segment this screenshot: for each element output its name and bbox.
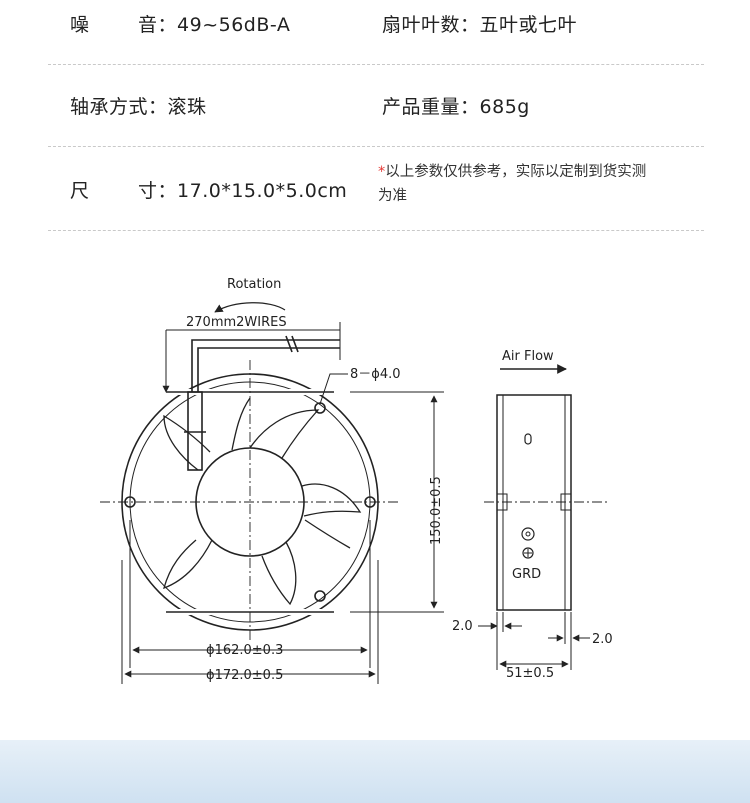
weight-value: 685g [479, 96, 530, 118]
fan-side-view [478, 364, 590, 670]
left-offset-dimension: 2.0 [452, 619, 473, 634]
fan-dimension-drawing: Rotation 270mm2WIRES 8－ϕ4.0 Air Flow 150… [100, 277, 613, 684]
spec-row-2: 轴承方式：滚珠 产品重量：685g [48, 64, 704, 147]
noise-label-2: 音： [138, 14, 178, 36]
grd-screw [521, 527, 535, 541]
wires-label: 270mm2WIRES [186, 315, 287, 330]
grd-symbol-icon [522, 547, 534, 559]
holes-label: 8－ϕ4.0 [350, 367, 401, 382]
rotation-label: Rotation [227, 277, 281, 292]
noise-label-1: 噪 [70, 14, 90, 36]
blades-spec: 扇叶叶数：五叶或七叶 [382, 10, 577, 37]
blades-value: 五叶或七叶 [479, 14, 578, 36]
note-text: 以上参数仅供参考，实际以定制到货实测为准 [378, 164, 647, 204]
size-label-2: 寸： [138, 180, 178, 202]
height-dimension: 150.0±0.5 [429, 476, 444, 545]
note-star: * [378, 164, 386, 180]
depth-dimension: 51±0.5 [506, 666, 554, 681]
right-offset-dimension: 2.0 [592, 632, 613, 647]
weight-label: 产品重量： [382, 96, 480, 118]
inner-width-dimension: ϕ162.0±0.3 [206, 643, 283, 658]
bearing-spec: 轴承方式：滚珠 [70, 92, 207, 119]
footer-band [0, 740, 750, 803]
blades-label: 扇叶叶数： [382, 14, 480, 36]
wire-1 [191, 339, 340, 392]
size-value: 17.0*15.0*5.0cm [177, 180, 348, 202]
spec-row-1: 噪 音：49~56dB-A 扇叶叶数：五叶或七叶 [48, 0, 704, 65]
grd-label: GRD [512, 567, 541, 582]
noise-value: 49~56dB-A [177, 14, 291, 36]
bearing-value: 滚珠 [167, 96, 207, 118]
noise-spec: 噪 音：49~56dB-A [70, 10, 290, 37]
wire-2 [197, 347, 340, 392]
centerlines [100, 360, 608, 640]
mount-hole-br [314, 590, 326, 602]
bearing-label: 轴承方式： [70, 96, 168, 118]
front-dimensions [121, 391, 444, 684]
disclaimer-note: *以上参数仅供参考，实际以定制到货实测为准 [378, 160, 658, 208]
outer-width-dimension: ϕ172.0±0.5 [206, 668, 283, 683]
weight-spec: 产品重量：685g [382, 92, 530, 119]
size-spec: 尺 寸：17.0*15.0*5.0cm [70, 176, 347, 203]
wire-channel [187, 391, 203, 471]
size-label-1: 尺 [70, 180, 90, 202]
spec-row-3: 尺 寸：17.0*15.0*5.0cm *以上参数仅供参考，实际以定制到货实测为准 [48, 146, 704, 231]
air-flow-label: Air Flow [502, 349, 554, 364]
fan-blades [163, 397, 362, 606]
